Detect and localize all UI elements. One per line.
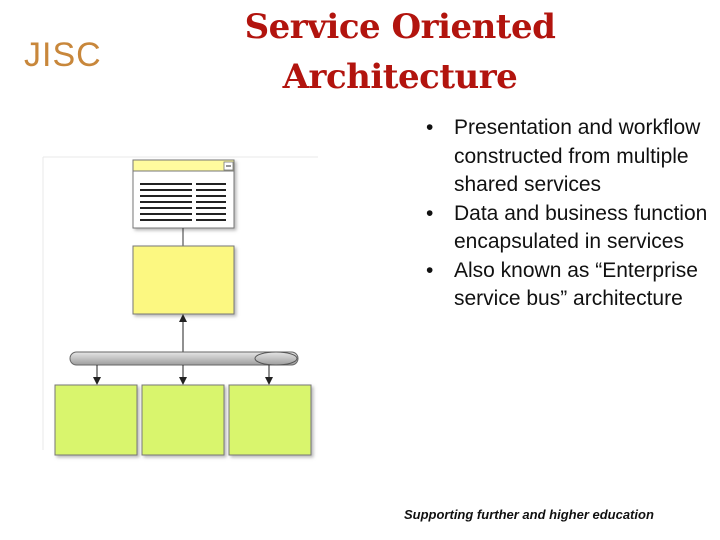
bullet-item: Data and business function encapsulated … [420, 200, 720, 257]
bullet-item: Presentation and workflow constructed fr… [420, 114, 720, 200]
slide-title: Service Oriented Architecture [200, 2, 600, 102]
bullet-item: Also known as “Enterprise service bus” a… [420, 257, 720, 314]
window-content-lines [140, 183, 226, 221]
service-box-3 [228, 384, 312, 456]
service-box-2 [141, 384, 225, 456]
presentation-window [132, 159, 235, 229]
workflow-box [132, 245, 235, 315]
bullet-list: Presentation and workflow constructed fr… [420, 114, 720, 314]
slide-title-line-1: Service Oriented [244, 7, 556, 47]
service-bus [69, 351, 299, 366]
footer-tagline: Supporting further and higher education [404, 507, 654, 522]
slide-title-line-2: Architecture [282, 57, 518, 97]
jisc-logo: JISC [24, 36, 102, 74]
service-box-1 [54, 384, 138, 456]
window-title-bar [132, 159, 235, 172]
